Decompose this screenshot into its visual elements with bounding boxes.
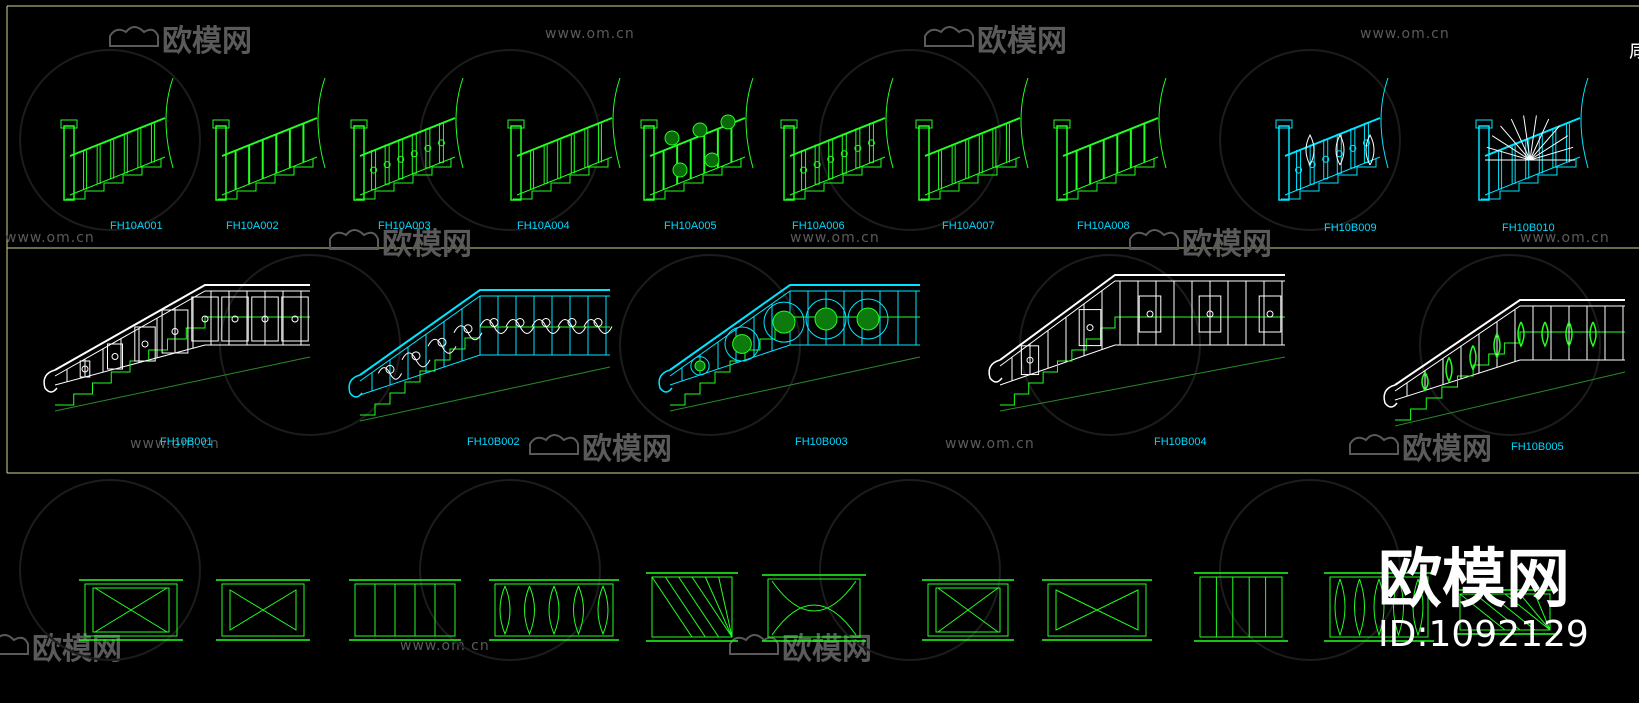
svg-text:欧模网: 欧模网	[977, 24, 1067, 59]
railing-drawing	[780, 77, 894, 201]
watermark-url: www.om.cn	[1520, 230, 1610, 246]
label-fh10a006: FH10A006	[792, 220, 845, 232]
railing-panel	[216, 579, 310, 641]
railing-ornament	[664, 114, 1575, 178]
railing-drawing	[640, 77, 754, 201]
watermark-brand: 欧模网	[924, 24, 1067, 59]
svg-text:欧模网: 欧模网	[382, 227, 472, 262]
watermark-url: www.om.cn	[945, 436, 1035, 452]
watermark-brand: 欧模网	[109, 24, 252, 59]
svg-text:欧模网: 欧模网	[1182, 227, 1272, 262]
railing-panel	[646, 572, 738, 642]
watermark-brand: 欧模网	[329, 227, 472, 262]
iron-railing-drawing	[658, 284, 921, 412]
watermark-url: www.om.cn	[545, 26, 635, 42]
drawing-frame	[6, 5, 1639, 474]
watermark-brand: 欧模网	[1129, 227, 1272, 262]
label-fh10a005: FH10A005	[664, 220, 717, 232]
railing-drawing	[1053, 77, 1167, 201]
watermark-url: www.om.cn	[790, 230, 880, 246]
railing-drawing	[1275, 77, 1389, 201]
railing-drawing	[507, 77, 621, 201]
iron-railing-drawing	[1383, 299, 1626, 427]
watermark-url: www.om.cn	[5, 230, 95, 246]
label-fh10a001: FH10A001	[110, 220, 163, 232]
svg-text:欧模网: 欧模网	[32, 632, 122, 667]
label-fh10b010: FH10B010	[1502, 222, 1555, 234]
railing-panel	[1042, 579, 1152, 641]
row1-staircase-railings	[60, 77, 1589, 201]
label-fh10a004: FH10A004	[517, 220, 570, 232]
railing-panel	[1454, 589, 1556, 635]
iron-railing-drawing	[43, 284, 311, 412]
watermark-brand: 欧模网	[0, 632, 122, 667]
corner-glyph: 咸	[1629, 38, 1639, 62]
label-fh10b004: FH10B004	[1154, 436, 1207, 448]
railing-drawing	[1475, 77, 1589, 201]
label-fh10a008: FH10A008	[1077, 220, 1130, 232]
railing-drawing	[350, 77, 464, 201]
railing-panel	[762, 574, 866, 642]
railing-panel	[922, 579, 1014, 641]
watermark-url: www.om.cn	[130, 436, 220, 452]
label-fh10a007: FH10A007	[942, 220, 995, 232]
railing-drawing	[60, 77, 174, 201]
row3-railing-panels	[79, 572, 1556, 642]
iron-railing-drawing	[988, 274, 1286, 412]
row2-iron-stair-railings	[43, 274, 1626, 427]
label-fh10b001: FH10B001	[160, 436, 213, 448]
label-fh10b009: FH10B009	[1324, 222, 1377, 234]
svg-text:欧模网: 欧模网	[782, 632, 872, 667]
label-fh10a003: FH10A003	[378, 220, 431, 232]
label-fh10b005: FH10B005	[1511, 441, 1564, 453]
brand-id: ID:1092129	[1378, 614, 1589, 655]
watermark-brand: 欧模网	[529, 432, 672, 467]
railing-drawing	[915, 77, 1029, 201]
railing-panel	[1194, 572, 1288, 642]
svg-text:欧模网: 欧模网	[162, 24, 252, 59]
label-fh10b003: FH10B003	[795, 436, 848, 448]
watermark-brand: 欧模网	[1349, 432, 1492, 467]
railing-drawing	[212, 77, 326, 201]
watermark-url: www.om.cn	[400, 638, 490, 654]
svg-text:欧模网: 欧模网	[1402, 432, 1492, 467]
brand-title: 欧模网	[1378, 543, 1570, 617]
iron-railing-drawing	[348, 289, 613, 422]
svg-text:欧模网: 欧模网	[582, 432, 672, 467]
railing-panel	[79, 579, 183, 641]
railing-panel	[349, 579, 461, 641]
watermark-url: www.om.cn	[1360, 26, 1450, 42]
railing-panel	[1324, 572, 1434, 642]
label-fh10b002: FH10B002	[467, 436, 520, 448]
railing-panel	[489, 579, 619, 641]
label-fh10a002: FH10A002	[226, 220, 279, 232]
